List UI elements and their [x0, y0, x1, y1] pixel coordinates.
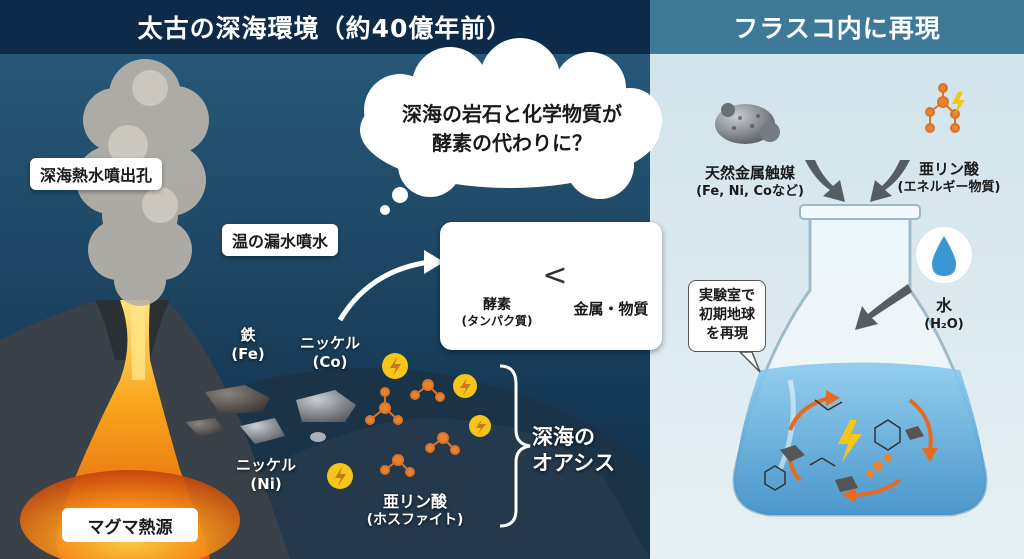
lab-note-line2: 初期地球: [699, 306, 755, 323]
oasis-label: 深海の オアシス: [532, 424, 642, 477]
oasis-line2: オアシス: [532, 451, 616, 476]
input-arrows: [805, 160, 912, 330]
phosphite-sub: (ホスファイト): [366, 512, 464, 528]
phosphite-molecules: [365, 379, 460, 477]
iron-symbol: (Fe): [231, 344, 265, 363]
vent-label: 深海熱水噴出孔: [30, 158, 163, 190]
nickel-co-label: ニッケル (Co): [290, 334, 370, 372]
enzyme-name: 酵素: [483, 297, 511, 313]
phosphorous-acid-name: 亜リン酸: [918, 160, 979, 178]
comparison-box: [440, 222, 662, 350]
nickel-ni-symbol: (Ni): [250, 474, 282, 493]
thought-text: 深海の岩石と化学物質が 酵素の代わりに？: [362, 100, 662, 158]
iron-label: 鉄 (Fe): [226, 326, 270, 364]
enzyme-label: 酵素 (タンパク質): [452, 296, 542, 330]
right-header: フラスコ内に再現: [650, 0, 1024, 54]
oasis-line1: 深海の: [532, 425, 595, 449]
thought-line2: 酵素の代わりに？: [432, 131, 592, 155]
phosphite-label: 亜リン酸 (ホスファイト): [340, 492, 490, 530]
flask-bolt: [838, 420, 862, 462]
phosphorous-acid-icon: [925, 83, 960, 133]
metal-catalyst-icon: [715, 103, 780, 144]
catalyst-name: 天然金属触媒: [704, 164, 795, 182]
metal-substance-label: 金属・物質: [573, 300, 649, 318]
lab-note-line1: 実験室で: [699, 288, 755, 304]
lab-note-line3: を再現: [706, 325, 748, 342]
water-name: 水: [935, 296, 952, 315]
catalyst-label: 天然金属触媒 (Fe, Ni, Coなど): [680, 164, 820, 200]
oasis-brace: [499, 364, 531, 528]
nickel-ni-label: ニッケル (Ni): [226, 456, 306, 494]
thought-arrow: [337, 259, 431, 322]
nickel-ni-name: ニッケル: [235, 456, 296, 474]
phosphorous-acid-label: 亜リン酸 (エネルギー物質): [884, 160, 1014, 196]
energy-bolts: [327, 353, 491, 489]
water-label: 水 (H₂O): [914, 296, 974, 334]
water-drop-icon: [916, 227, 972, 283]
iron-rocks: [185, 385, 270, 437]
water-sub: (H₂O): [924, 316, 964, 332]
enzyme-sub: (タンパク質): [461, 314, 533, 329]
nickel-rocks: [240, 390, 356, 444]
nickel-co-symbol: (Co): [312, 352, 348, 371]
less-than-symbol: <: [542, 258, 568, 293]
magma-label: マグマ熱源: [62, 508, 198, 542]
lab-recreation-note: 実験室で 初期地球 を再現: [688, 280, 766, 352]
iron-name: 鉄: [240, 326, 256, 344]
phosphorous-acid-sub: (エネルギー物質): [897, 179, 1001, 195]
catalyst-sub: (Fe, Ni, Coなど): [696, 183, 804, 199]
thought-cloud: [360, 38, 662, 215]
seabed-ridge: [160, 418, 650, 559]
nickel-co-name: ニッケル: [299, 334, 360, 352]
thought-line1: 深海の岩石と化学物質が: [402, 102, 622, 126]
phosphite-name: 亜リン酸: [382, 492, 447, 511]
hot-spring-label: 温の漏水噴水: [222, 224, 339, 256]
